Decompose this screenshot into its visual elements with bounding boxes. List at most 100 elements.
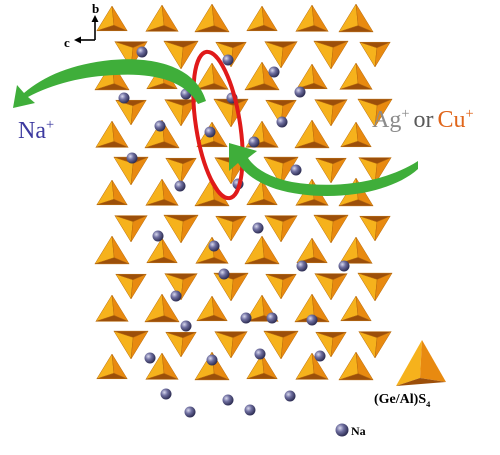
sodium-atom: [244, 404, 256, 416]
silver-charge: +: [401, 106, 410, 122]
tetrahedron: [194, 3, 230, 33]
tetrahedron: [313, 40, 349, 70]
tetrahedron: [213, 272, 249, 302]
sodium-atom: [160, 388, 172, 400]
tetrahedron: [357, 272, 393, 302]
tetrahedron: [359, 215, 391, 242]
tetrahedron: [214, 331, 248, 359]
sodium-atom: [118, 92, 130, 104]
tetrahedron: [163, 40, 199, 70]
tetrahedron: [246, 5, 278, 32]
tetrahedron: [265, 273, 297, 300]
tetrahedron: [340, 295, 372, 322]
axis-icon: [74, 15, 99, 44]
sodium-atom: [338, 260, 350, 272]
tetrahedron: [95, 294, 129, 322]
axis-b-label: b: [92, 1, 100, 16]
tetrahedron: [113, 330, 149, 360]
copper-ion: Cu: [437, 107, 466, 133]
tetrahedron: [263, 330, 299, 360]
tetrahedra-lattice: [94, 3, 393, 381]
sodium-atom: [154, 120, 166, 132]
sodium-atom: [284, 390, 296, 402]
tetrahedron: [357, 98, 393, 128]
tetrahedron: [314, 99, 348, 127]
sodium-atom: [174, 180, 186, 192]
tetrahedron: [296, 237, 328, 264]
tetrahedron: [96, 5, 128, 32]
highlight-ring: [191, 49, 245, 201]
or-connector: or: [413, 107, 434, 133]
sodium-atom: [276, 116, 288, 128]
tetrahedron: [196, 295, 228, 322]
tetrahedron: [315, 331, 347, 358]
tetrahedron: [145, 352, 179, 380]
tetrahedron: [114, 215, 148, 243]
tetrahedron: [296, 63, 328, 90]
sodium-atom: [144, 352, 156, 364]
tetrahedron: [165, 331, 197, 358]
silver-ion: Ag: [372, 107, 402, 133]
tetrahedron: [295, 4, 329, 32]
tetrahedron: [340, 121, 372, 148]
tetrahedron: [96, 353, 128, 380]
tetrahedron: [165, 157, 197, 184]
sodium-atom: [208, 240, 220, 252]
tetrahedron: [144, 293, 180, 323]
polyhedron-formula: (Ge/Al)S: [374, 392, 427, 407]
sodium-atoms: [118, 46, 350, 418]
tetrahedron: [339, 62, 373, 90]
tetrahedron: [315, 157, 347, 184]
tetrahedron: [115, 273, 147, 300]
sodium-atom: [254, 348, 266, 360]
outgoing-charge: +: [45, 117, 55, 133]
tetrahedron: [115, 99, 147, 126]
tetrahedron: [163, 214, 199, 244]
sodium-atom: [296, 260, 308, 272]
tetrahedron: [146, 237, 178, 264]
sodium-atom: [170, 290, 182, 302]
axis-c-label: c: [64, 35, 70, 50]
exchange-arrow-icon: [13, 59, 418, 197]
tetrahedron: [294, 119, 330, 149]
tetrahedron: [358, 331, 392, 359]
tetrahedron: [145, 178, 179, 206]
tetrahedron: [96, 179, 128, 206]
tetrahedron: [313, 214, 349, 244]
tetrahedron: [338, 3, 374, 33]
tetrahedron: [94, 235, 130, 265]
sodium-atom: [206, 354, 218, 366]
sodium-atom: [266, 312, 278, 324]
sodium-atom: [306, 314, 318, 326]
tetrahedron: [264, 215, 298, 243]
sodium-atom: [136, 46, 148, 58]
tetrahedron: [246, 353, 278, 380]
sodium-atom: [222, 394, 234, 406]
tetrahedron: [215, 215, 247, 242]
tetrahedron: [295, 352, 329, 380]
sodium-atom: [152, 230, 164, 242]
tetrahedron: [264, 41, 298, 69]
tetrahedron: [95, 120, 129, 148]
sodium-atom-icon: [335, 423, 349, 437]
sodium-atom: [248, 136, 260, 148]
legend-atom-label: Na: [351, 424, 366, 438]
tetrahedron: [145, 4, 179, 32]
sodium-atom: [268, 66, 280, 78]
tetrahedron-icon: [396, 340, 446, 386]
sodium-atom: [218, 268, 230, 280]
tetrahedron: [314, 273, 348, 301]
sodium-atom: [204, 126, 216, 138]
sodium-atom: [252, 222, 264, 234]
sodium-atom: [184, 406, 196, 418]
exchange-arrow-in: [229, 143, 418, 197]
tetrahedron: [339, 236, 373, 264]
tetrahedron: [263, 156, 299, 186]
outgoing-ion-label: Na+: [18, 117, 54, 145]
tetrahedron: [358, 157, 392, 185]
legend-polyhedron-label: (Ge/Al)S4: [374, 392, 430, 409]
tetrahedron: [246, 179, 278, 206]
tetrahedron: [244, 235, 280, 265]
